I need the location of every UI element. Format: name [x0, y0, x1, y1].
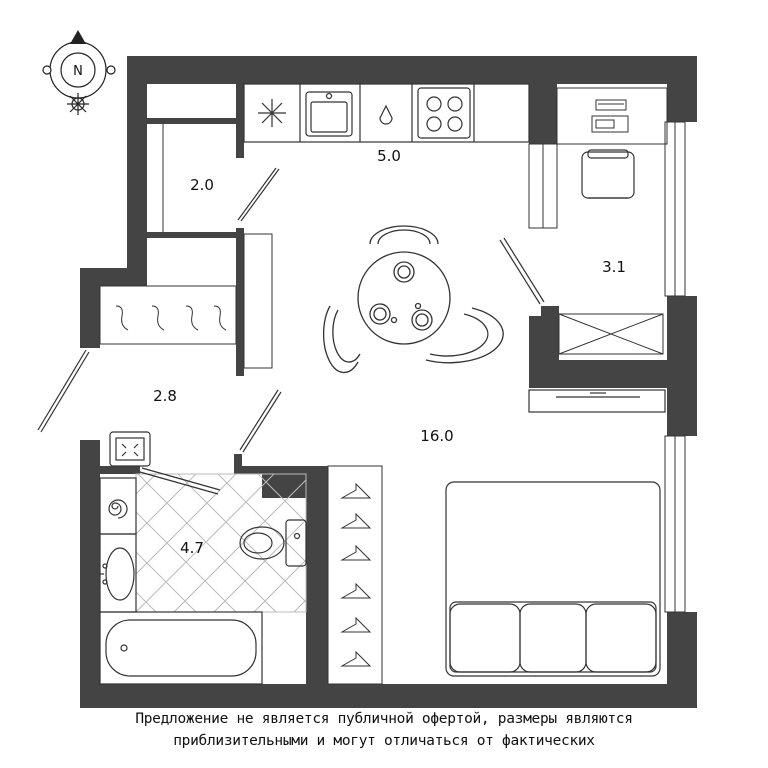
window-upper — [664, 121, 686, 297]
entrance-door-icon — [37, 349, 90, 433]
compass-icon: N — [42, 30, 116, 115]
ventilation-icon — [109, 431, 151, 467]
room-area-bathroom: 4.7 — [180, 539, 204, 557]
room-area-balcony: 3.1 — [602, 258, 626, 276]
microwave-icon — [591, 115, 629, 133]
kitchen-counter — [243, 83, 530, 143]
dining-table-icon — [322, 225, 504, 374]
disclaimer-line-1: Предложение не является публичной оферто… — [135, 711, 633, 727]
sink-icon — [305, 91, 353, 137]
walls — [80, 56, 697, 708]
washing-machine-icon — [99, 477, 137, 535]
shoe-shelf — [99, 285, 237, 345]
desk-chair-icon — [581, 149, 635, 199]
room-area-hallway: 2.8 — [153, 387, 177, 405]
stove-icon — [417, 87, 471, 139]
balcony-shelf — [528, 87, 668, 229]
room-area-storage: 2.0 — [190, 176, 214, 194]
disclaimer-line-2: приблизительными и могут отличаться от ф… — [173, 733, 595, 749]
bathroom-door-swing — [139, 467, 221, 495]
hallway-panel — [243, 233, 273, 369]
bathroom-door-icon — [239, 389, 282, 453]
balcony-door-icon — [499, 237, 545, 305]
printer-icon — [595, 99, 627, 111]
storage-door-icon — [237, 167, 280, 222]
water-drop-icon — [379, 104, 393, 125]
fridge-snowflake-icon — [258, 99, 286, 127]
tv-stand-icon — [528, 389, 666, 413]
room-area-kitchen: 5.0 — [377, 147, 401, 165]
cabinet-icon — [558, 313, 664, 355]
washbasin-icon — [99, 533, 137, 613]
window-lower — [664, 435, 686, 613]
bed-icon — [445, 481, 661, 677]
compass-north-label: N — [73, 64, 83, 79]
room-area-living: 16.0 — [420, 427, 453, 445]
bathtub-icon — [99, 611, 263, 685]
toilet-icon — [239, 519, 307, 567]
disclaimer: Предложение не является публичной оферто… — [0, 708, 768, 752]
wardrobe — [327, 465, 383, 685]
